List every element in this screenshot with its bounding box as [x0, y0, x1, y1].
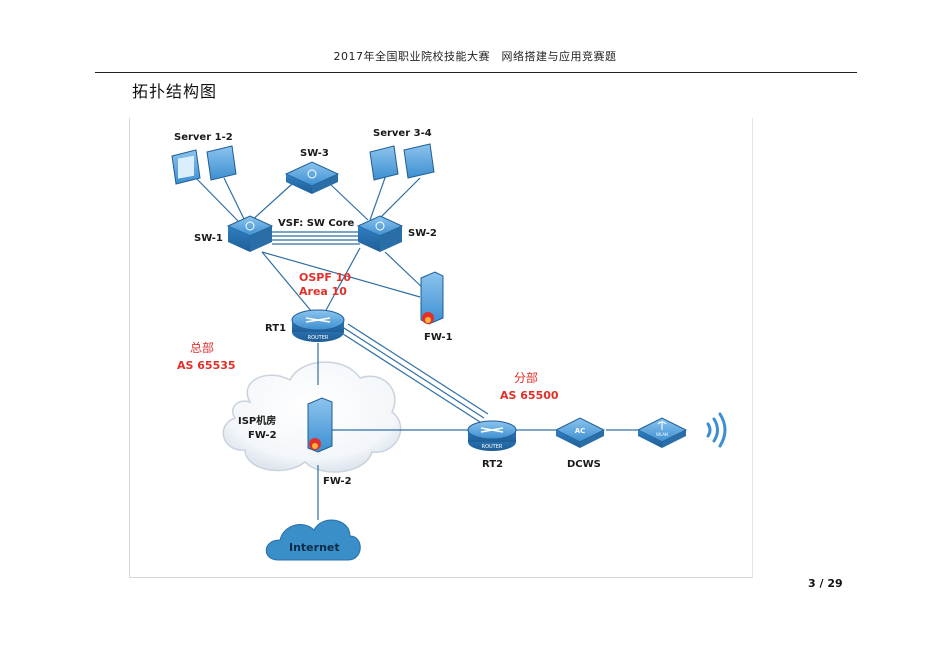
links — [192, 174, 638, 520]
diagram-frame — [129, 118, 753, 578]
label-isp-fw: FW-2 — [248, 430, 277, 441]
router-rt-1: ROUTER — [291, 309, 345, 342]
switch-sw-1 — [226, 215, 274, 252]
rt1-router-tag: ROUTER — [308, 335, 329, 341]
page-number: 3 / 29 — [808, 577, 843, 590]
label-server-1-2: Server 1-2 — [174, 132, 233, 143]
label-isp-room: ISP机房 — [238, 414, 276, 427]
label-vsf: VSF: SW Core — [278, 218, 355, 229]
header-rule — [95, 72, 857, 73]
label-rt2: RT2 — [482, 459, 503, 470]
dcws-ac-tag: AC — [575, 427, 586, 435]
label-rt1: RT1 — [265, 323, 286, 334]
router-rt-2: ROUTER — [467, 420, 517, 451]
wlan-tag: WLAN — [656, 432, 668, 437]
label-server-3-4: Server 3-4 — [373, 128, 432, 139]
rt2-router-tag: ROUTER — [482, 444, 503, 450]
label-hq-as: AS 65535 — [177, 359, 236, 372]
server-3-4 — [369, 143, 435, 181]
wlan-access-point: WLAN — [636, 417, 688, 448]
firewall-fw-2 — [307, 397, 333, 453]
wireless-signal-icon — [706, 412, 727, 448]
label-ospf-process: OSPF 10 — [299, 271, 351, 284]
label-internet: Internet — [289, 541, 340, 554]
label-sw-1: SW-1 — [194, 233, 223, 244]
wireless-controller-dcws: AC — [554, 417, 606, 448]
label-fw-2: FW-2 — [323, 476, 352, 487]
internet-cloud — [265, 519, 361, 561]
label-sw-3: SW-3 — [300, 148, 329, 159]
page-header: 2017年全国职业院校技能大赛 网络搭建与应用竞赛题 — [333, 50, 617, 63]
server-1-2 — [171, 145, 237, 185]
label-ospf-area: Area 10 — [299, 285, 347, 298]
label-hq: 总部 — [190, 340, 214, 355]
label-branch: 分部 — [514, 370, 538, 385]
label-fw-1: FW-1 — [424, 332, 453, 343]
switch-sw-3 — [284, 161, 340, 194]
switch-sw-2 — [356, 215, 404, 252]
firewall-fw-1 — [420, 271, 444, 325]
section-title: 拓扑结构图 — [132, 82, 218, 101]
label-sw-2: SW-2 — [408, 228, 437, 239]
label-dcws: DCWS — [567, 459, 601, 470]
label-branch-as: AS 65500 — [500, 389, 559, 402]
